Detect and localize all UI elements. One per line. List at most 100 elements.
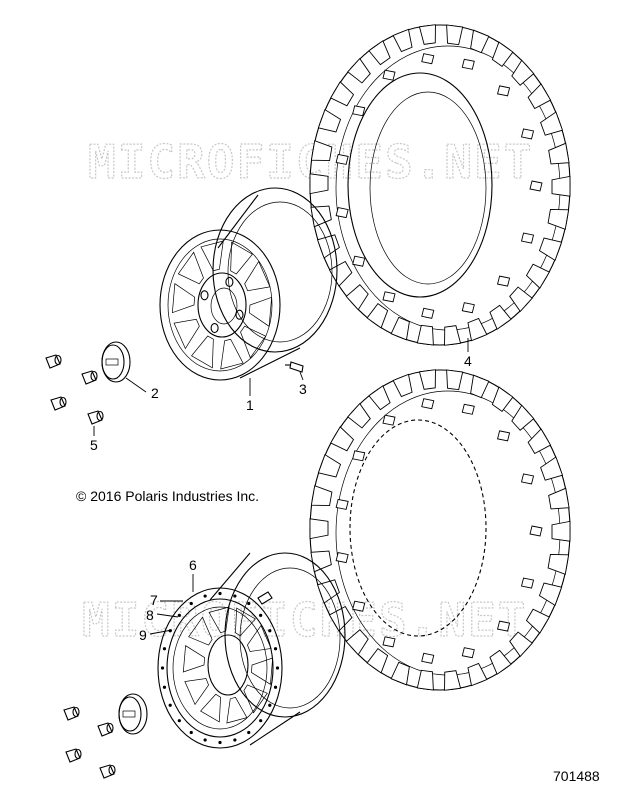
tread-block — [497, 430, 511, 442]
rim-spoke — [200, 693, 221, 723]
leader-lines — [93, 338, 469, 635]
lug-nut — [45, 354, 62, 369]
tread-lugs-upper — [309, 24, 571, 346]
beadlock-bolt — [203, 594, 207, 598]
tread-lug — [310, 205, 332, 228]
tread-block — [421, 652, 435, 664]
tread-block — [352, 450, 366, 462]
tread-lug — [418, 24, 436, 45]
rim-spoke — [248, 296, 273, 327]
tread-lug — [390, 661, 410, 686]
rim-spoke — [244, 260, 271, 292]
tire-lower — [309, 369, 571, 691]
lug-nuts-lower — [63, 706, 116, 779]
callout-9: 9 — [139, 627, 147, 643]
rim-spoke — [220, 338, 244, 370]
tread-lug — [368, 40, 391, 66]
tread-lug — [392, 373, 413, 398]
rim-spoke — [251, 657, 274, 685]
tread-lug — [525, 608, 550, 634]
tread-block — [497, 620, 511, 632]
callout-5: 5 — [90, 437, 98, 453]
tread-lug — [540, 456, 564, 481]
tread-lug — [491, 386, 514, 412]
tread-block — [421, 307, 435, 319]
tread-block — [529, 180, 543, 192]
beadlock-bolt — [177, 719, 181, 723]
tread-block — [520, 128, 535, 140]
rim-spoke — [247, 624, 272, 652]
lug-nut — [97, 722, 114, 737]
lug-nut — [65, 748, 82, 763]
rim-spoke — [243, 684, 268, 714]
rim-spoke — [200, 240, 224, 272]
tire-upper — [309, 24, 571, 346]
tread-block — [382, 291, 396, 303]
tread-lug — [470, 374, 490, 399]
lug-nut — [87, 410, 104, 425]
tread-lug — [416, 669, 434, 691]
rim-spoke — [173, 318, 200, 350]
tread-block — [461, 403, 475, 415]
tread-lug — [547, 553, 570, 575]
wheel-rim-upper — [159, 187, 338, 381]
beadlock-bolt — [259, 719, 263, 723]
beadlock-bolt — [162, 647, 167, 651]
beadlock-bolt — [177, 613, 181, 617]
tread-lug — [392, 28, 413, 53]
rim-spoke — [177, 251, 204, 285]
tread-lug — [446, 24, 464, 46]
tread-lug — [345, 629, 369, 656]
beadlock-bolt — [233, 594, 237, 598]
tread-lug — [470, 29, 490, 54]
beadlock-bolt — [189, 730, 193, 735]
tread-lug — [489, 304, 512, 330]
tread-lug — [317, 453, 342, 478]
callout-6: 6 — [189, 557, 197, 573]
rim-spokes-upper — [171, 240, 273, 370]
tread-block — [382, 414, 396, 426]
beadlock-bolt — [247, 601, 251, 606]
tread-lug — [538, 582, 563, 607]
tread-lug — [347, 57, 371, 84]
callout-3: 3 — [299, 381, 307, 397]
tread-lug — [467, 662, 488, 687]
center-cap-upper — [101, 341, 131, 383]
beadlock-bolt — [268, 703, 272, 707]
tread-lug — [328, 260, 353, 287]
tread-lug — [525, 263, 550, 289]
tread-lug — [509, 286, 533, 313]
rim-spokes-lower — [182, 606, 274, 724]
tread-block — [461, 58, 475, 70]
tread-lug — [330, 426, 355, 452]
tread-lug — [390, 316, 410, 341]
tread-lug — [310, 550, 332, 573]
beadlock-bolt — [268, 629, 272, 633]
tread-lug — [317, 108, 342, 133]
tread-lug — [527, 428, 552, 455]
rim-spoke — [184, 678, 209, 706]
tread-lug — [491, 41, 514, 67]
beadlock-bolt — [189, 601, 193, 606]
rim-spoke — [182, 645, 205, 673]
beadlock-bolt — [273, 685, 278, 689]
tread-lug — [347, 402, 371, 429]
lug-nut — [63, 706, 80, 721]
tread-lug — [366, 303, 389, 329]
rim-spoke — [226, 696, 248, 724]
tread-lug — [444, 670, 462, 691]
rim-spoke — [191, 335, 214, 369]
tread-lug — [511, 404, 535, 431]
tread-lug — [309, 173, 329, 195]
tread-block — [529, 525, 543, 537]
tread-block — [352, 255, 366, 267]
beadlock-bolt — [203, 738, 207, 742]
tread-block — [352, 105, 366, 117]
rim-spoke — [230, 241, 253, 275]
tread-lugs-lower — [309, 369, 571, 691]
tread-lug — [548, 142, 570, 165]
tread-lug — [310, 140, 333, 162]
tread-block — [335, 498, 349, 510]
lug-hole — [235, 309, 244, 320]
